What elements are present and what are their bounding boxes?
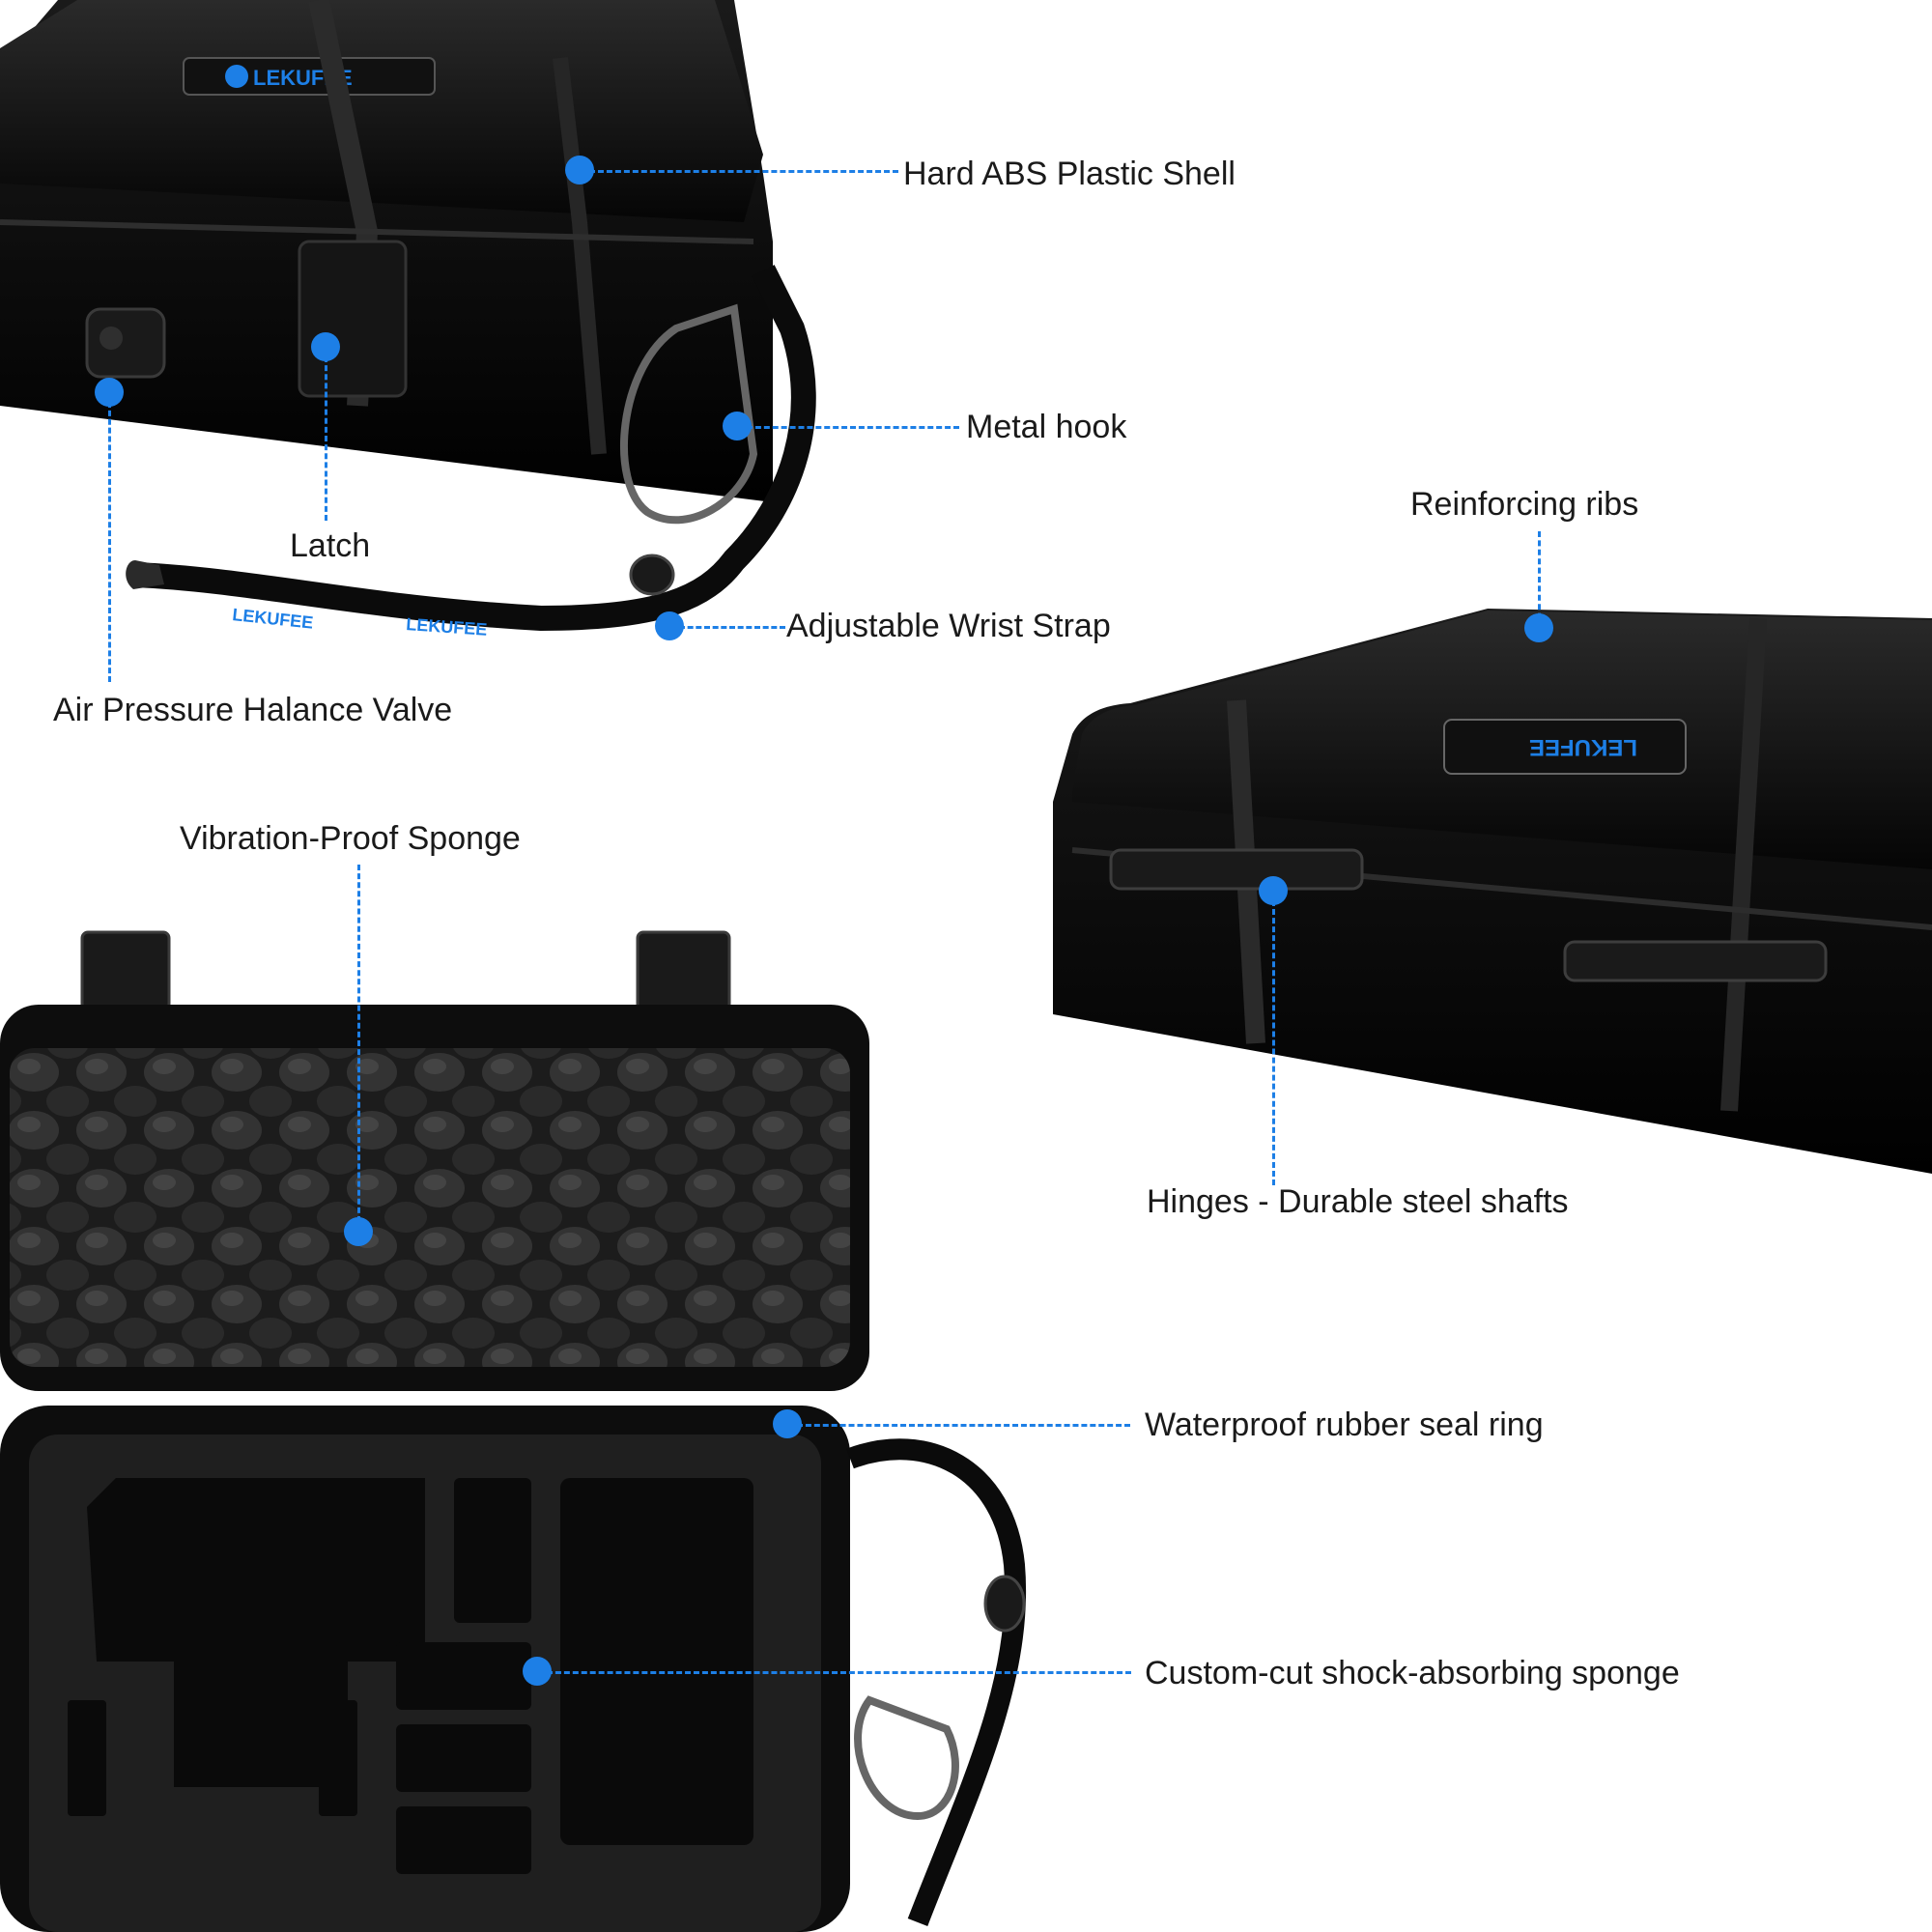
callout-line-latch <box>325 356 327 521</box>
callout-line-hinges <box>1272 900 1275 1185</box>
label-wrist-strap: Adjustable Wrist Strap <box>786 608 1111 644</box>
back-case-logo-text: LEKUFEE <box>1529 734 1637 760</box>
label-valve: Air Pressure Halance Valve <box>53 692 453 728</box>
callout-line-valve <box>108 402 111 682</box>
callout-line-strap <box>679 626 785 629</box>
label-vibration-sponge: Vibration-Proof Sponge <box>180 820 521 857</box>
label-metal-hook: Metal hook <box>966 409 1127 445</box>
label-custom-sponge: Custom-cut shock-absorbing sponge <box>1145 1655 1680 1691</box>
open-case <box>0 930 1026 1932</box>
callout-line-vibration-sponge <box>357 865 360 1222</box>
callout-line-hook <box>747 426 959 429</box>
callout-dot-vibration-sponge <box>344 1217 373 1246</box>
label-reinforcing-ribs: Reinforcing ribs <box>1410 486 1639 523</box>
callout-dot-ribs <box>1524 613 1553 642</box>
closed-case-front: LEKUFEE LEKUFEE LEKUFEE <box>0 0 816 639</box>
label-seal-ring: Waterproof rubber seal ring <box>1145 1406 1544 1443</box>
label-hard-shell: Hard ABS Plastic Shell <box>903 156 1236 192</box>
callout-line-shell <box>589 170 898 173</box>
label-latch: Latch <box>290 527 371 564</box>
callout-line-seal-ring <box>797 1424 1130 1427</box>
eggcrate-foam <box>10 1048 850 1367</box>
label-hinges: Hinges - Durable steel shafts <box>1147 1183 1569 1220</box>
closed-case-back: LEKUFEE <box>1053 609 1932 1174</box>
strap-text-1: LEKUFEE <box>232 605 315 633</box>
callout-line-ribs <box>1538 531 1541 628</box>
callout-line-custom-sponge <box>547 1671 1131 1674</box>
